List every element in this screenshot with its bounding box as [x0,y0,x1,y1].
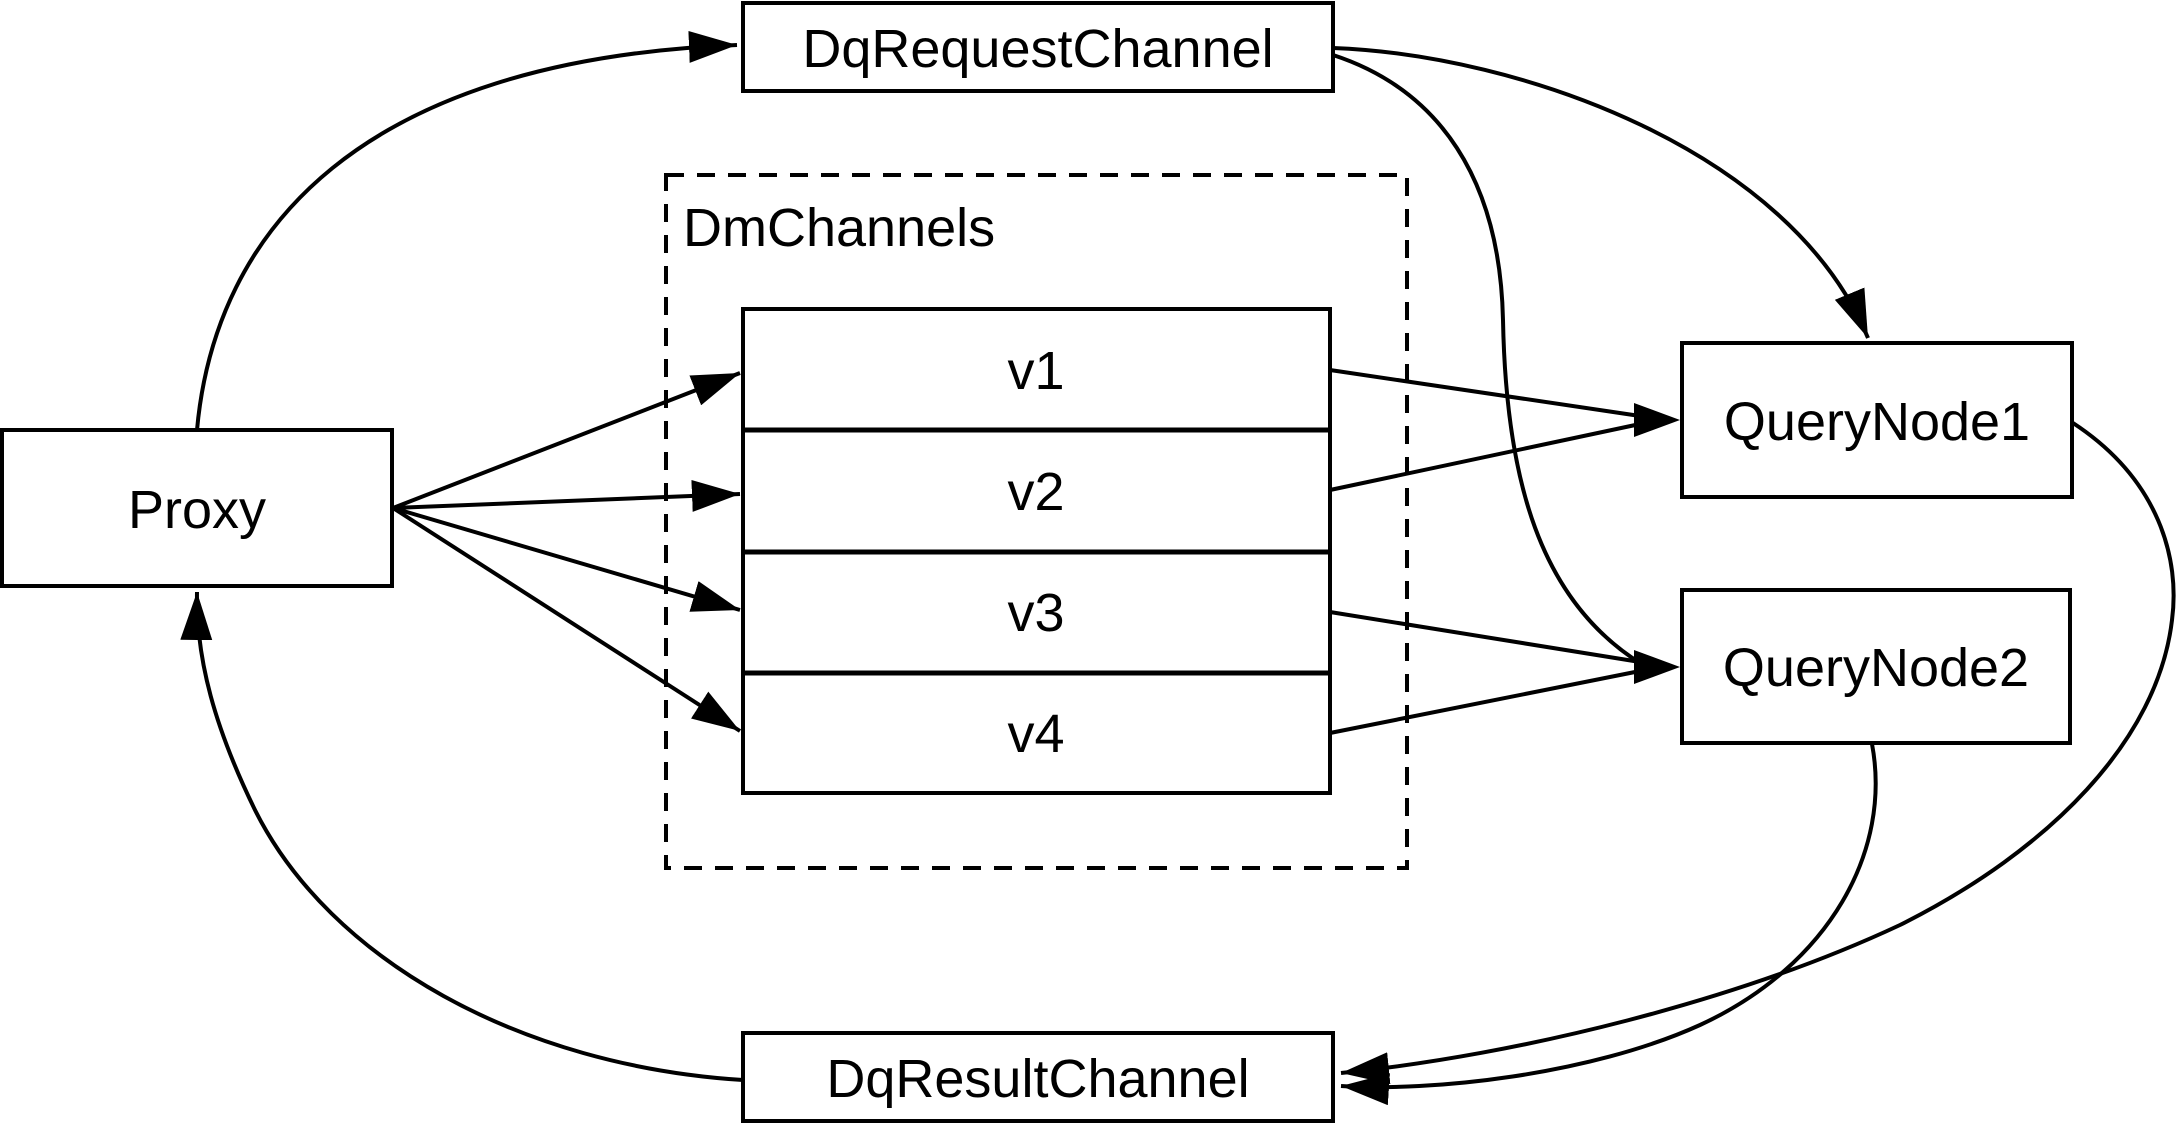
edge-v4-to-querynode2 [1329,669,1641,735]
channel-v2-label: v2 [1007,462,1064,522]
edge-proxy-to-dqrequestchannel [195,30,738,431]
proxy-label: Proxy [128,480,266,540]
edge-proxy-to-v3 [392,506,741,612]
proxy-node [0,428,394,588]
dq-result-channel-label: DqResultChannel [826,1049,1249,1109]
query-node-2 [1680,588,2072,745]
edge-v3-to-querynode2 [1329,610,1641,664]
dq-request-channel-label: DqRequestChannel [802,19,1273,79]
edge-dqrequestchannel-to-querynode2 [1332,53,1642,665]
edge-querynode2-to-dqresultchannel [1340,743,1878,1106]
edge-v2-to-querynode1 [1329,422,1641,492]
channel-v1-label: v1 [1007,341,1064,401]
channel-v4-label: v4 [1007,704,1064,764]
edge-proxy-to-v4 [391,506,742,733]
query-node-1-label: QueryNode1 [1724,392,2030,452]
query-node-2-label: QueryNode2 [1723,638,2029,698]
dm-channels-label: DmChannels [683,198,995,258]
arrowhead-into-querynode1-left [1634,403,1680,437]
dq-request-channel-node [741,1,1335,93]
edge-v1-to-querynode1 [1329,368,1641,418]
edge-proxy-to-v2 [392,479,741,512]
edge-dqrequestchannel-to-querynode1 [1332,46,1870,339]
edge-proxy-to-v1 [392,371,741,510]
dq-result-channel-node [741,1031,1335,1123]
query-node-1 [1680,341,2074,499]
arrowhead-into-querynode2-left [1634,650,1680,684]
channel-v3-label: v3 [1007,583,1064,643]
edge-dqresultchannel-to-proxy [180,591,744,1082]
edge-querynode1-to-dqresultchannel [1340,421,2176,1085]
dm-channels-container [664,173,1409,870]
